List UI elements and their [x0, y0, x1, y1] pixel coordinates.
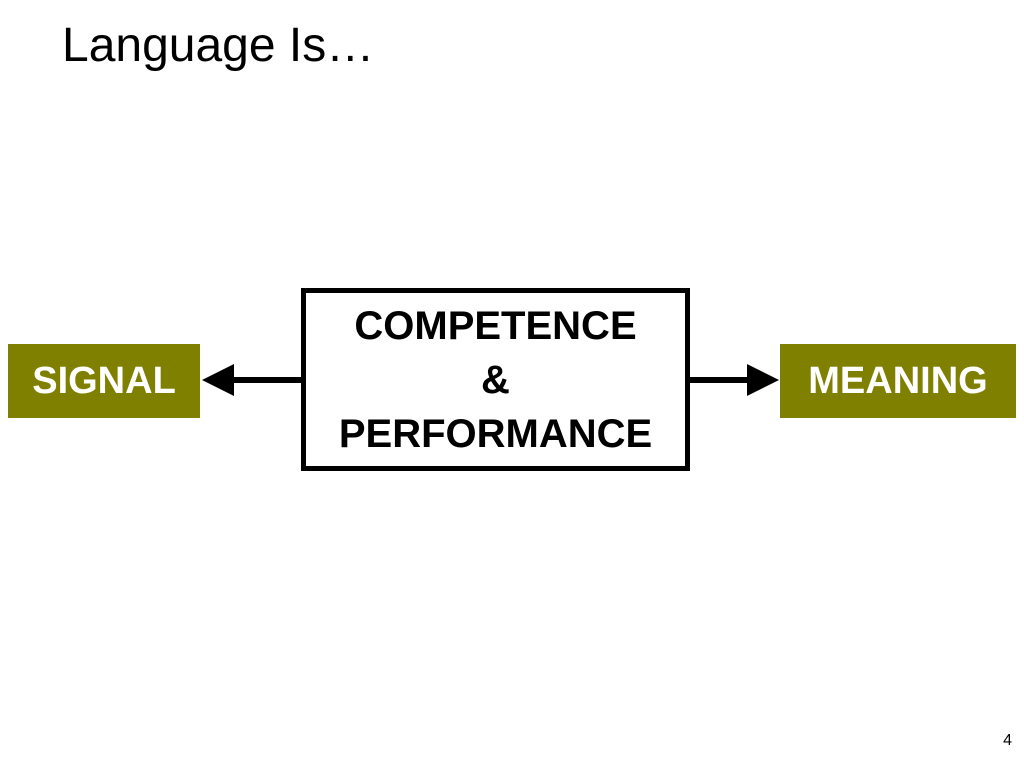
- signal-label: SIGNAL: [32, 359, 176, 402]
- page-number: 4: [1003, 732, 1012, 749]
- center-line-2: &: [481, 357, 510, 402]
- meaning-label: MEANING: [808, 359, 988, 402]
- center-line-3: PERFORMANCE: [338, 411, 653, 456]
- right-arrowhead: [747, 364, 779, 396]
- competence-performance-box: COMPETENCE & PERFORMANCE: [301, 288, 690, 471]
- meaning-box: MEANING: [780, 344, 1016, 418]
- left-arrowhead: [202, 364, 234, 396]
- slide-title: Language Is…: [62, 19, 375, 72]
- center-line-1: COMPETENCE: [354, 303, 637, 348]
- signal-box: SIGNAL: [8, 344, 200, 418]
